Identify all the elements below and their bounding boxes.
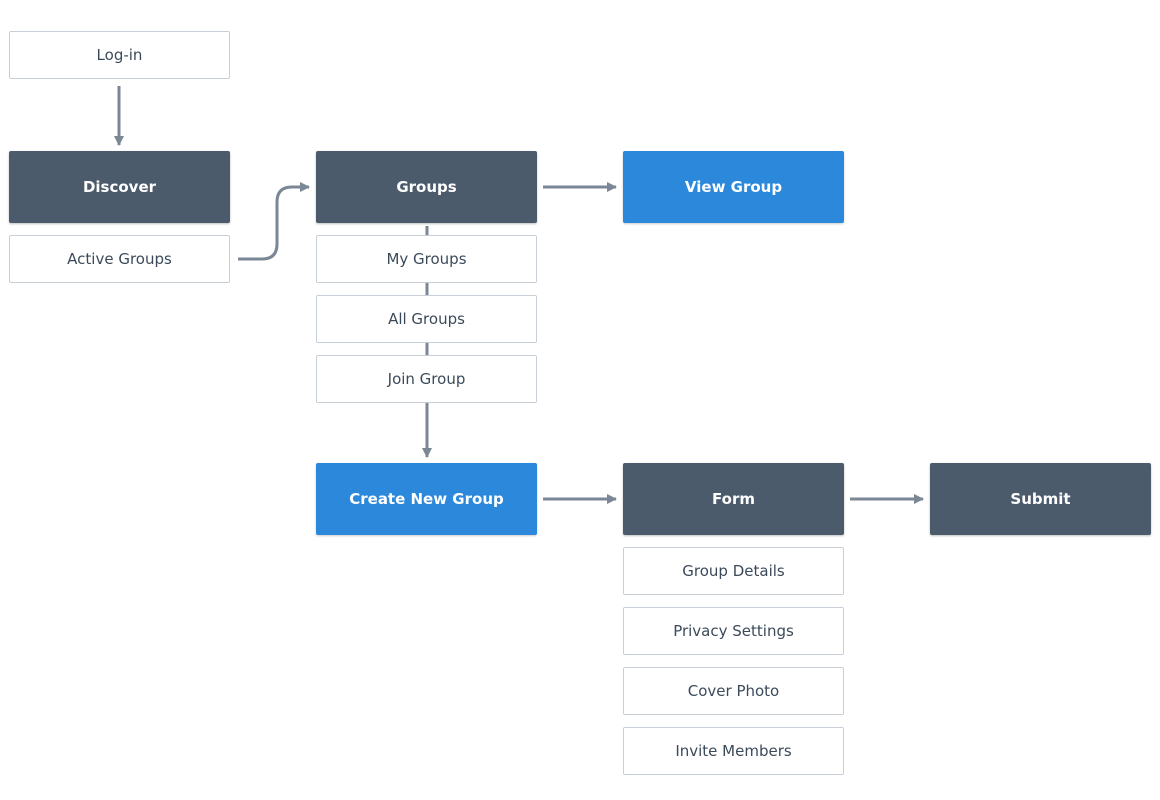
arrow-active-groups-to-groups bbox=[238, 182, 310, 261]
privacy-settings-node[interactable]: Privacy Settings bbox=[623, 607, 844, 655]
cover-photo-node[interactable]: Cover Photo bbox=[623, 667, 844, 715]
create-new-group-node[interactable]: Create New Group bbox=[316, 463, 537, 535]
groups-node[interactable]: Groups bbox=[316, 151, 537, 223]
discover-node[interactable]: Discover bbox=[9, 151, 230, 223]
view-group-node[interactable]: View Group bbox=[623, 151, 844, 223]
join-group-node[interactable]: Join Group bbox=[316, 355, 537, 403]
all-groups-node[interactable]: All Groups bbox=[316, 295, 537, 343]
submit-node[interactable]: Submit bbox=[930, 463, 1151, 535]
active-groups-node[interactable]: Active Groups bbox=[9, 235, 230, 283]
invite-members-node[interactable]: Invite Members bbox=[623, 727, 844, 775]
group-details-node[interactable]: Group Details bbox=[623, 547, 844, 595]
my-groups-node[interactable]: My Groups bbox=[316, 235, 537, 283]
login-node[interactable]: Log-in bbox=[9, 31, 230, 79]
form-node[interactable]: Form bbox=[623, 463, 844, 535]
